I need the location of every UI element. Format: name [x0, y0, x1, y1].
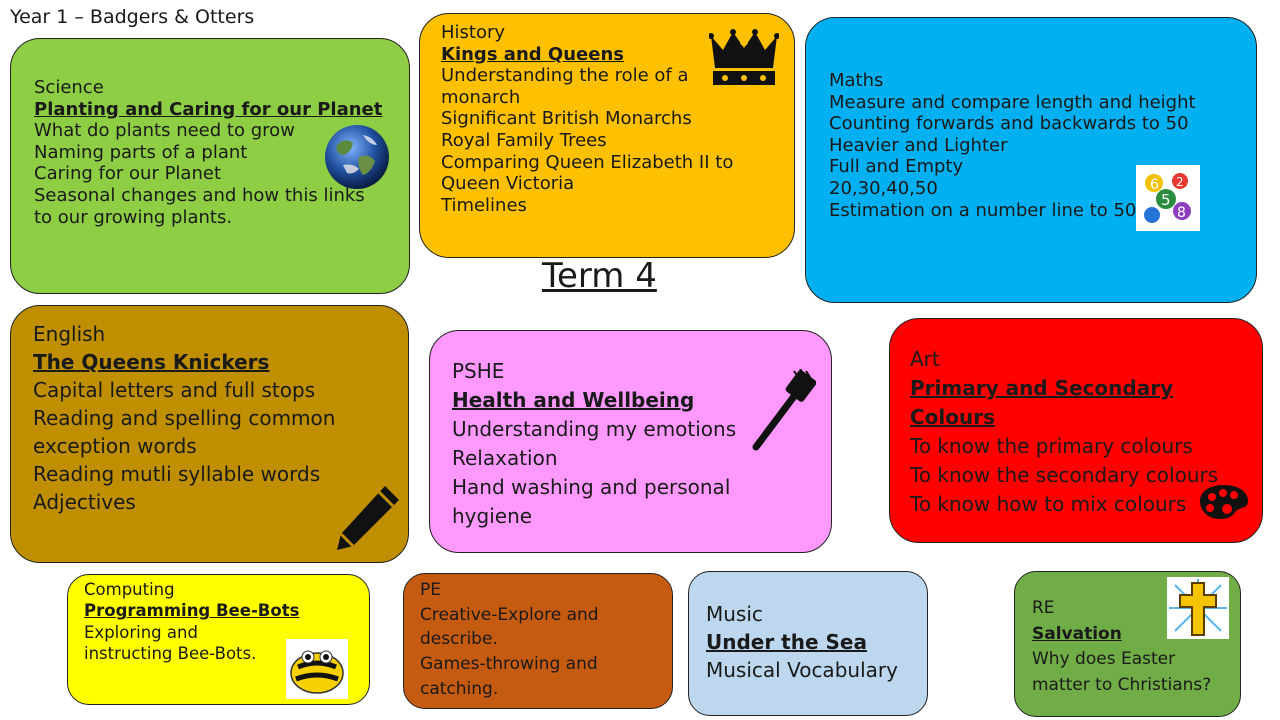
art-item: To know how to mix colours — [910, 492, 1187, 516]
english-topic: The Queens Knickers — [33, 350, 270, 374]
re-item: matter to Christians? — [1032, 674, 1212, 695]
palette-icon — [1200, 485, 1248, 519]
art-topic: Primary and Secondary Colours — [910, 376, 1174, 429]
history-box: History Kings and Queens Understanding t… — [419, 13, 795, 258]
pe-item: Games-throwing and — [420, 653, 598, 674]
pshe-item: Hand washing and personal — [452, 475, 731, 499]
art-subject: Art — [910, 347, 940, 371]
pshe-box: PSHE Health and Wellbeing Understanding … — [429, 330, 832, 553]
english-box: English The Queens Knickers Capital lett… — [10, 305, 409, 563]
svg-text:5: 5 — [1161, 191, 1171, 209]
pshe-subject: PSHE — [452, 359, 505, 383]
maths-item: Estimation on a number line to 50 — [829, 199, 1137, 221]
science-item: Naming parts of a plant — [34, 141, 248, 163]
pshe-item: Relaxation — [452, 446, 558, 470]
english-item: Adjectives — [33, 490, 136, 514]
science-item: Seasonal changes and how this links — [34, 184, 365, 206]
music-item: Musical Vocabulary — [706, 658, 898, 682]
maths-item: 20,30,40,50 — [829, 177, 938, 199]
pe-box: PE Creative-Explore and describe. Games-… — [403, 573, 673, 709]
computing-subject: Computing — [84, 580, 175, 599]
english-item: exception words — [33, 434, 197, 458]
history-item: Significant British Monarchs — [441, 108, 692, 130]
maths-item: Counting forwards and backwards to 50 — [829, 113, 1189, 135]
computing-item: Exploring and — [84, 622, 198, 642]
history-item: Comparing Queen Elizabeth II to — [441, 151, 734, 173]
re-box: RE Salvation Why does Easter matter to C… — [1014, 571, 1241, 717]
history-item: Timelines — [441, 194, 527, 216]
history-item: Understanding the role of a — [441, 65, 689, 87]
computing-topic: Programming Bee-Bots — [84, 601, 300, 621]
term-title: Term 4 — [542, 256, 657, 296]
svg-text:6: 6 — [1150, 177, 1159, 193]
music-box: Music Under the Sea Musical Vocabulary — [688, 571, 928, 716]
maths-item: Heavier and Lighter — [829, 134, 1008, 156]
crown-icon — [709, 29, 779, 85]
history-item: monarch — [441, 86, 521, 108]
pe-item: describe. — [420, 629, 498, 650]
science-box: Science Planting and Caring for our Plan… — [10, 38, 410, 294]
bee-bot-icon — [286, 639, 348, 699]
earth-icon — [325, 125, 389, 189]
science-item: to our growing plants. — [34, 206, 233, 228]
music-topic: Under the Sea — [706, 630, 867, 654]
music-subject: Music — [706, 602, 763, 626]
history-item: Royal Family Trees — [441, 129, 607, 151]
maths-subject: Maths — [829, 70, 884, 91]
re-item: Why does Easter — [1032, 649, 1176, 669]
pe-item: Creative-Explore and — [420, 604, 599, 625]
pencil-icon — [337, 486, 399, 550]
english-item: Reading and spelling common — [33, 406, 336, 430]
science-item: Caring for our Planet — [34, 163, 221, 185]
page-header: Year 1 – Badgers & Otters — [10, 6, 255, 28]
pe-subject: PE — [420, 580, 441, 600]
english-item: Reading mutli syllable words — [33, 462, 321, 486]
maths-item: Measure and compare length and height — [829, 91, 1196, 113]
re-subject: RE — [1032, 598, 1055, 618]
science-item: What do plants need to grow — [34, 120, 295, 142]
art-item: To know the secondary colours — [910, 463, 1219, 487]
toothbrush-icon — [752, 369, 816, 451]
english-item: Capital letters and full stops — [33, 378, 316, 402]
pshe-topic: Health and Wellbeing — [452, 388, 695, 412]
science-topic: Planting and Caring for our Planet — [34, 98, 383, 120]
svg-text:8: 8 — [1177, 205, 1186, 221]
re-topic: Salvation — [1032, 623, 1122, 644]
svg-text:2: 2 — [1176, 175, 1184, 189]
maths-item: Full and Empty — [829, 156, 964, 178]
pe-item: catching. — [420, 678, 499, 699]
pshe-item: hygiene — [452, 504, 533, 528]
history-subject: History — [441, 22, 506, 43]
cross-icon — [1167, 577, 1229, 639]
pshe-item: Understanding my emotions — [452, 417, 737, 441]
numbers-icon: 6 2 5 8 — [1136, 165, 1200, 231]
history-item: Queen Victoria — [441, 173, 575, 195]
art-item: To know the primary colours — [910, 434, 1193, 458]
computing-item: instructing Bee-Bots. — [84, 644, 257, 664]
science-subject: Science — [34, 77, 104, 98]
history-topic: Kings and Queens — [441, 43, 624, 65]
english-subject: English — [33, 322, 106, 346]
art-box: Art Primary and Secondary Colours To kno… — [889, 318, 1263, 543]
maths-box: Maths Measure and compare length and hei… — [805, 17, 1257, 303]
computing-box: Computing Programming Bee-Bots Exploring… — [67, 574, 370, 705]
